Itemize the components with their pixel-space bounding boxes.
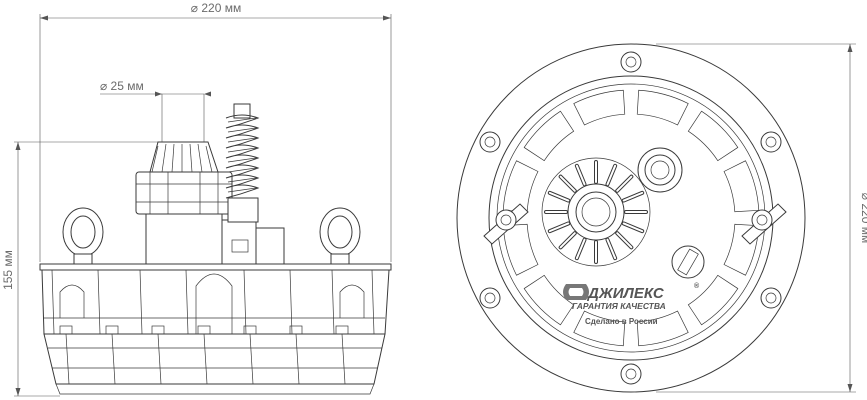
eye-bolt-right: [319, 207, 361, 265]
top-view: ⌀ 220 мм: [456, 43, 867, 393]
logo-guarantee: ГАРАНТИЯ КАЧЕСТВА: [572, 301, 666, 311]
dimension-fitting-label: ⌀ 25 мм: [100, 79, 144, 93]
fitting-collet: [149, 141, 219, 173]
eye-bolt-left: [62, 207, 104, 265]
flange-plate: [39, 263, 392, 271]
segmented-slots: [502, 89, 760, 347]
fitting-nut: [135, 171, 233, 215]
dimension-top-width: ⌀ 220 мм: [39, 1, 392, 262]
dimension-height: 155 мм: [1, 141, 162, 397]
ribbed-base: [41, 269, 390, 395]
logo-registered: ®: [694, 282, 700, 290]
latch-left: [483, 203, 529, 245]
dimension-top-width-label: ⌀ 220 мм: [191, 1, 241, 15]
center-hub: [541, 157, 651, 267]
plug: [671, 245, 705, 279]
central-body: [145, 211, 285, 265]
brand-logo: ДЖИЛЕКС ® ГАРАНТИЯ КАЧЕСТВА Сделано в Ро…: [563, 282, 700, 326]
cable-gland: [225, 103, 260, 223]
bolt-holes: [479, 51, 782, 385]
side-view: ⌀ 220 мм ⌀ 25 мм 155 мм: [1, 1, 392, 397]
dimension-right-diameter-label: ⌀ 220 мм: [859, 193, 867, 243]
cable-gland-top: [637, 147, 683, 193]
dimension-height-label: 155 мм: [1, 250, 15, 290]
dimension-right-diameter: ⌀ 220 мм: [656, 43, 867, 393]
latch-right: [741, 203, 787, 245]
logo-mark-icon: [563, 284, 589, 300]
logo-brand: ДЖИЛЕКС: [586, 285, 665, 302]
logo-made-in: Сделано в России: [585, 317, 658, 326]
outer-ring: [456, 43, 806, 393]
dimension-fitting: ⌀ 25 мм: [100, 79, 211, 150]
